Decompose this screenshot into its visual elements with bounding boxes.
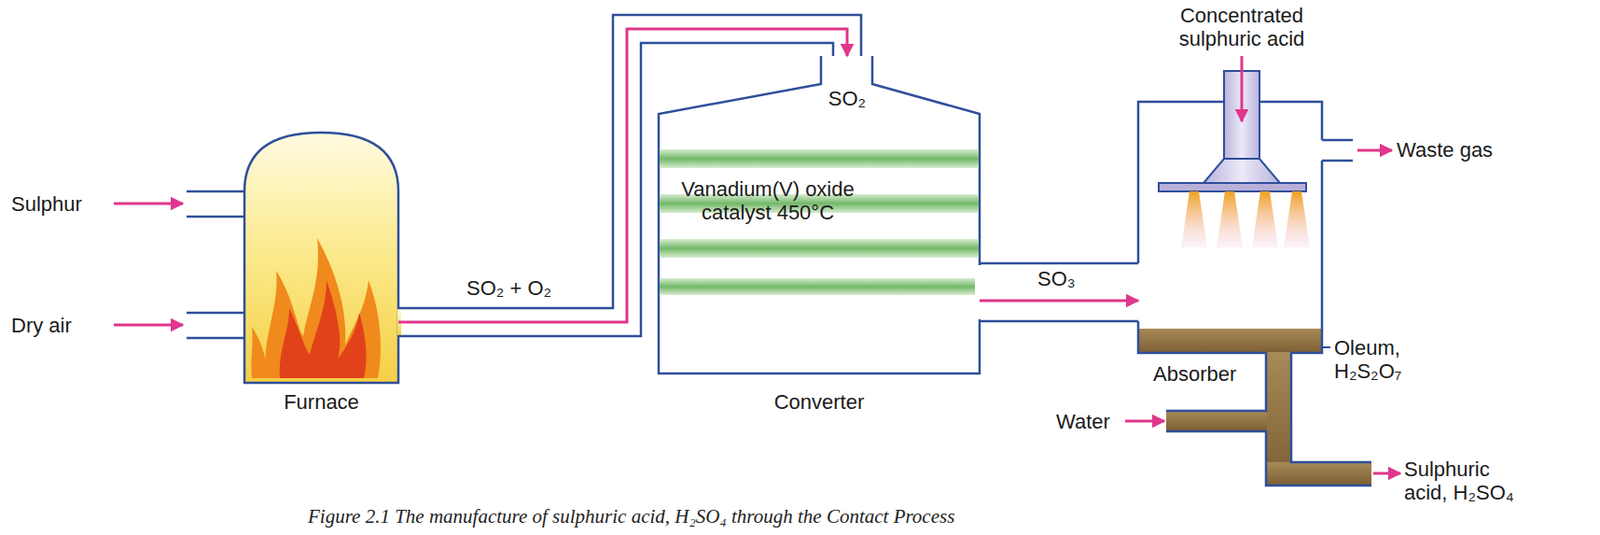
flow-connector — [398, 28, 848, 322]
figure-caption: Figure 2.1 The manufacture of sulphuric … — [307, 504, 955, 529]
node-label: Absorber — [1153, 361, 1237, 386]
product-label: Sulphuric acid, H₂SO₄ — [1404, 457, 1526, 505]
waste-gas-pipe — [1321, 139, 1353, 161]
converter: Converter Vanadium(V) oxide catalyst 450°… — [658, 55, 980, 416]
acid-spray — [1216, 191, 1243, 248]
inlet-label: Dry air — [11, 313, 72, 337]
flow-arrow — [113, 202, 183, 206]
node-label: Converter — [774, 389, 865, 414]
leader-line — [1321, 346, 1331, 348]
flame — [264, 237, 381, 378]
gas-label: SO₃ — [1037, 266, 1076, 291]
oleum-liquid — [1139, 328, 1322, 353]
gas-pipe — [979, 263, 1139, 321]
flow-arrow — [1240, 55, 1244, 122]
inlet-label: Concentrated sulphuric acid — [1162, 3, 1322, 52]
outlet-pipe — [1266, 461, 1372, 486]
acid-spray — [1181, 191, 1208, 248]
catalyst-bed-label: Vanadium(V) oxide catalyst 450°C — [681, 156, 855, 247]
acid-spray — [1252, 191, 1279, 248]
converter-vessel — [658, 55, 980, 374]
inlet-label: Water — [1056, 409, 1111, 433]
sprayer-head — [1203, 158, 1280, 183]
water-pipe — [1166, 410, 1267, 432]
product-label: Oleum, H₂S₂O₇ — [1334, 335, 1428, 384]
flow-connector — [979, 299, 1139, 303]
flow-arrow — [1373, 472, 1401, 475]
absorber: Absorber — [1138, 101, 1322, 388]
sprayer-plate — [1158, 182, 1307, 192]
flow-arrow — [113, 323, 183, 327]
inlet-pipe — [186, 312, 245, 338]
furnace-body — [244, 132, 399, 383]
catalyst-bed — [659, 149, 979, 168]
catalyst-bed — [659, 278, 979, 295]
flow-arrow — [1357, 149, 1392, 153]
gas-label: SO₂ + O₂ — [466, 276, 552, 300]
flame — [279, 279, 367, 378]
flame — [250, 326, 269, 378]
furnace: Furnace — [244, 132, 399, 416]
gas-label: SO₂ — [814, 86, 880, 111]
inlet-label: Sulphur — [11, 192, 83, 216]
inlet-pipe — [186, 191, 245, 217]
node-label: Furnace — [283, 389, 360, 414]
absorber-vessel — [1138, 101, 1372, 486]
acid-spray — [1283, 191, 1310, 248]
node-label: Vanadium(V) oxide catalyst 450°C — [681, 177, 855, 225]
catalyst-bed — [659, 238, 979, 258]
flow-arrow — [1125, 419, 1165, 423]
outlet-label: Waste gas — [1396, 138, 1493, 162]
